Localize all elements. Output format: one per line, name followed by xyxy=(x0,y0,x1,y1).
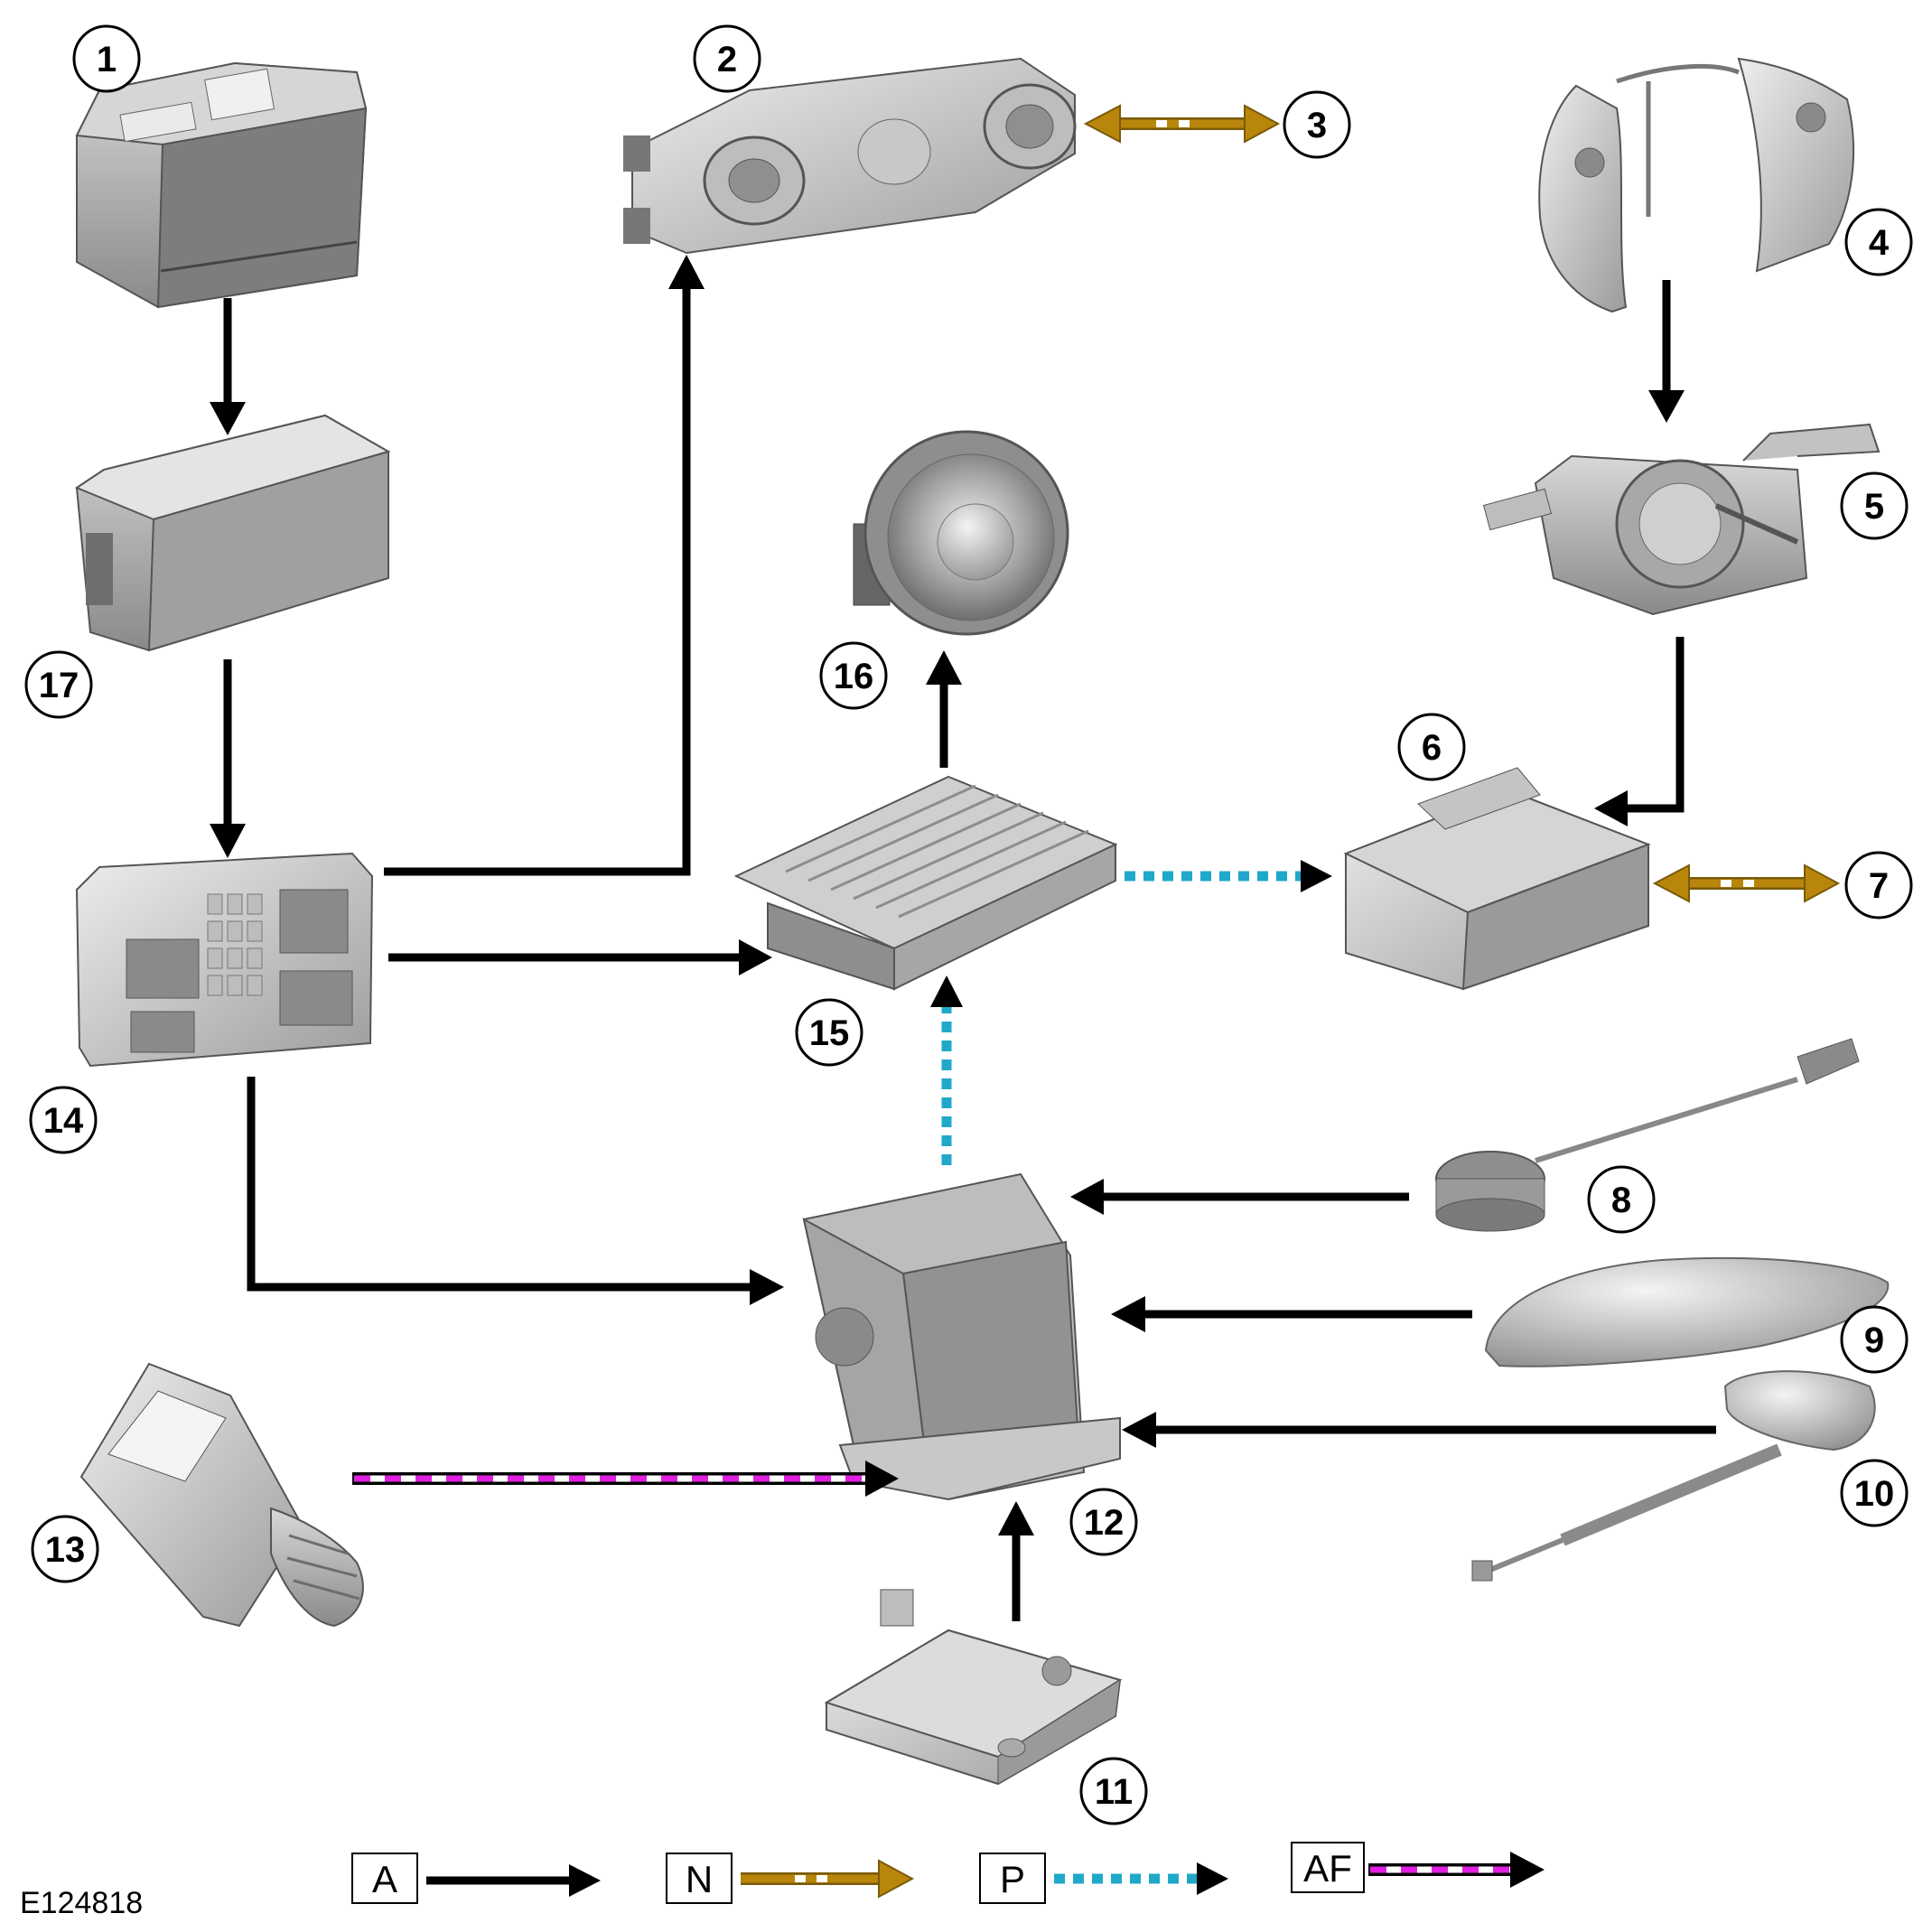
arrow-2-3-double xyxy=(1083,104,1281,144)
arrow-14-to-12 xyxy=(247,1077,750,1292)
callout-7: 7 xyxy=(1869,866,1889,906)
arrow-6-7-double xyxy=(1652,863,1841,903)
connection-arrows xyxy=(210,104,1841,1621)
arrowhead-1-17 xyxy=(210,402,246,435)
callouts xyxy=(24,24,1913,1825)
callout-14: 14 xyxy=(43,1101,84,1141)
legend: A N P AF xyxy=(351,1842,1545,1904)
legend-code-p: P xyxy=(1000,1858,1025,1900)
arrow-14-to-2 xyxy=(384,289,691,876)
callout-numbers: 1 2 3 4 5 6 7 8 9 10 11 12 13 14 15 16 1… xyxy=(39,40,1895,1812)
amplifier-icon xyxy=(733,775,1118,991)
battery-icon xyxy=(75,61,368,309)
callout-11: 11 xyxy=(1095,1772,1133,1812)
callout-16: 16 xyxy=(834,657,874,696)
callout-5: 5 xyxy=(1864,487,1884,527)
speaker-icon xyxy=(853,430,1069,636)
callout-2: 2 xyxy=(717,40,737,79)
tuner-module-icon xyxy=(824,1589,1123,1786)
legend-item-af: AF xyxy=(1291,1842,1545,1893)
legend-code-a: A xyxy=(372,1858,397,1900)
junction-box-icon xyxy=(74,414,391,652)
sensor-with-cable-icon xyxy=(1435,1038,1860,1232)
legend-code-n: N xyxy=(686,1858,713,1900)
callout-12: 12 xyxy=(1084,1503,1125,1543)
callout-6: 6 xyxy=(1422,728,1442,768)
callout-4: 4 xyxy=(1869,223,1890,263)
callout-13: 13 xyxy=(45,1530,86,1570)
legend-item-p: P xyxy=(979,1853,1228,1904)
connector-socket-icon xyxy=(79,1362,364,1628)
callout-8: 8 xyxy=(1611,1181,1631,1220)
legend-code-af: AF xyxy=(1303,1847,1352,1890)
legend-item-n: N xyxy=(666,1853,915,1904)
legend-item-a: A xyxy=(351,1853,601,1904)
callout-15: 15 xyxy=(809,1013,850,1053)
climate-control-panel-icon xyxy=(623,57,1077,255)
module-box-icon xyxy=(1343,767,1651,991)
callout-3: 3 xyxy=(1307,106,1327,145)
roof-antenna-icon xyxy=(1484,1257,1890,1367)
head-unit-icon xyxy=(802,1172,1121,1501)
callout-10: 10 xyxy=(1854,1474,1895,1514)
clockspring-icon xyxy=(1482,423,1881,616)
figure-id: E124818 xyxy=(20,1886,143,1920)
callout-9: 9 xyxy=(1864,1321,1884,1360)
antenna-with-cable-icon xyxy=(1471,1370,1876,1582)
callout-1: 1 xyxy=(97,40,117,79)
callout-17: 17 xyxy=(39,666,79,705)
arrow-5-to-6 xyxy=(1628,637,1685,813)
fuse-box-icon xyxy=(75,852,374,1068)
steering-wheel-switches-icon xyxy=(1538,57,1854,313)
